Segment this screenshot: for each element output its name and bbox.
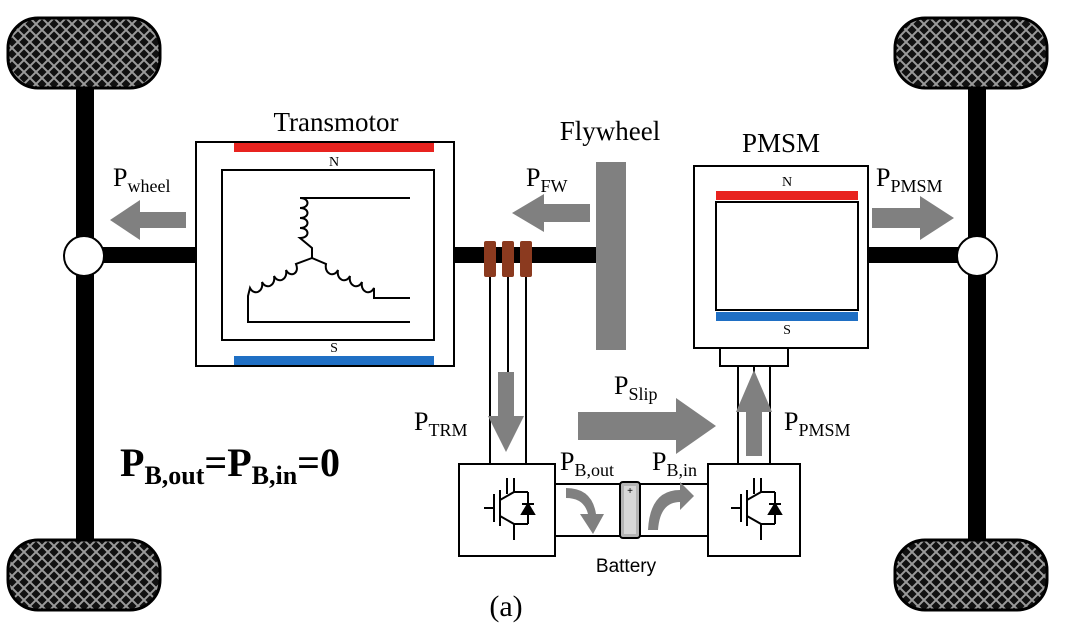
transmotor-pole-n-label: N bbox=[329, 155, 339, 170]
tire-rear-left bbox=[6, 538, 162, 612]
main-shaft-center bbox=[434, 247, 598, 263]
transmotor-winding bbox=[247, 197, 410, 323]
pmsm-pole-n-label: N bbox=[782, 175, 792, 190]
right-axle bbox=[968, 80, 986, 560]
pmsm-north-pole bbox=[716, 191, 858, 200]
differential-left bbox=[63, 235, 105, 277]
left-axle bbox=[76, 80, 94, 560]
label-battery: Battery bbox=[596, 556, 657, 577]
caption: (a) bbox=[489, 590, 522, 623]
transmotor-north-pole bbox=[234, 143, 434, 152]
battery-icon: + bbox=[619, 481, 641, 539]
igbt-diode-symbol-left bbox=[484, 478, 536, 540]
converter-right bbox=[707, 463, 801, 557]
label-pmsm: PMSM bbox=[742, 128, 820, 158]
pmsm-pole-s-label: S bbox=[783, 323, 791, 338]
svg-text:+: + bbox=[627, 486, 633, 497]
tire-front-left bbox=[6, 16, 162, 90]
flywheel-disc bbox=[596, 162, 626, 350]
label-transmotor: Transmotor bbox=[273, 107, 398, 137]
tire-rear-right bbox=[893, 538, 1049, 612]
tire-front-right bbox=[893, 16, 1049, 90]
arrow-p-trm bbox=[488, 372, 524, 452]
label-p-slip: PSlip bbox=[614, 371, 657, 404]
transmotor bbox=[195, 141, 455, 367]
arrow-p-slip bbox=[578, 398, 716, 454]
equation-battery-power: PB,out=PB,in=0 bbox=[120, 440, 340, 490]
arrow-p-b-out bbox=[566, 488, 604, 534]
arrow-p-pmsm-right bbox=[872, 196, 954, 240]
label-flywheel: Flywheel bbox=[560, 116, 661, 146]
label-p-b-in: PB,in bbox=[652, 447, 697, 480]
transmotor-south-pole bbox=[234, 356, 434, 365]
pmsm-terminal-box bbox=[719, 347, 789, 367]
slip-rings bbox=[484, 241, 532, 277]
label-p-trm: PTRM bbox=[414, 407, 467, 440]
pmsm-south-pole bbox=[716, 312, 858, 321]
differential-right bbox=[956, 235, 998, 277]
main-shaft-right bbox=[856, 247, 978, 263]
transmotor-pole-s-label: S bbox=[330, 341, 338, 356]
pmsm-inner-rotor bbox=[715, 201, 859, 311]
label-p-wheel: Pwheel bbox=[113, 163, 170, 196]
label-p-fw: PFW bbox=[526, 163, 567, 196]
main-shaft-left bbox=[84, 247, 196, 263]
transmotor-inner-rotor bbox=[221, 169, 435, 341]
arrow-p-b-in bbox=[648, 482, 694, 530]
converter-left bbox=[458, 463, 556, 557]
pmsm bbox=[693, 165, 869, 367]
arrow-p-wheel bbox=[110, 200, 186, 240]
arrow-p-fw bbox=[512, 194, 590, 232]
label-p-b-out: PB,out bbox=[560, 447, 614, 480]
arrow-p-pmsm-vertical bbox=[736, 370, 772, 456]
igbt-diode-symbol-right bbox=[731, 478, 783, 540]
label-p-pmsm-vertical: PPMSM bbox=[784, 407, 851, 440]
label-p-pmsm-right: PPMSM bbox=[876, 163, 943, 196]
